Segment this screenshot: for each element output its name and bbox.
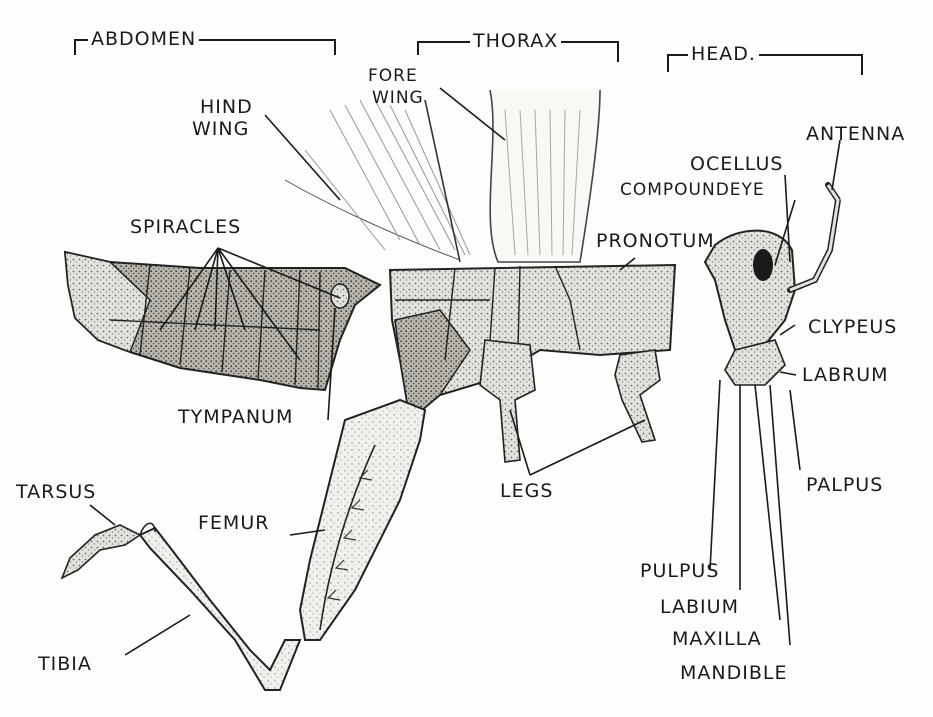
femur-label: FEMUR [198,514,269,533]
head-drawing [705,185,838,385]
tibia-label: TIBIA [38,655,92,674]
spiracles-label: SPIRACLES [130,218,241,237]
fore-wing-label-line2: WING [372,90,424,107]
mandible-label: MANDIBLE [680,664,787,683]
head-section-label: HEAD. [688,45,759,64]
tibia-drawing [140,528,300,690]
abdomen-drawing [65,252,380,390]
thorax-drawing [390,265,675,462]
middle-leg [480,340,535,462]
maxilla-label: MAXILLA [672,630,762,649]
fore-wing-label-line1: FORE [368,68,418,85]
compound-eye-label: COMPOUNDEYE [620,182,765,199]
legs-label: LEGS [500,482,553,501]
hind-wing-label-line1: HIND [200,98,253,117]
hind-wing-label-line2: WING [192,120,249,139]
antenna-label: ANTENNA [806,125,905,144]
front-leg [615,350,660,442]
tarsus-drawing [62,525,140,578]
fore-wing [425,90,600,262]
clypeus-label: CLYPEUS [808,318,897,337]
palpus-label: PALPUS [806,476,883,495]
pulpus-label: PULPUS [640,562,719,581]
labrum-label: LABRUM [802,366,889,385]
hind-leg-drawing [62,400,425,690]
tarsus-label: TARSUS [16,483,96,502]
ocellus-label: OCELLUS [690,155,783,174]
thorax-section-label: THORAX [470,32,561,51]
tympanum-label: TYMPANUM [178,408,293,427]
labium-label: LABIUM [660,598,739,617]
abdomen-section-label: ABDOMEN [88,30,199,49]
pronotum-label: PRONOTUM [596,232,715,251]
